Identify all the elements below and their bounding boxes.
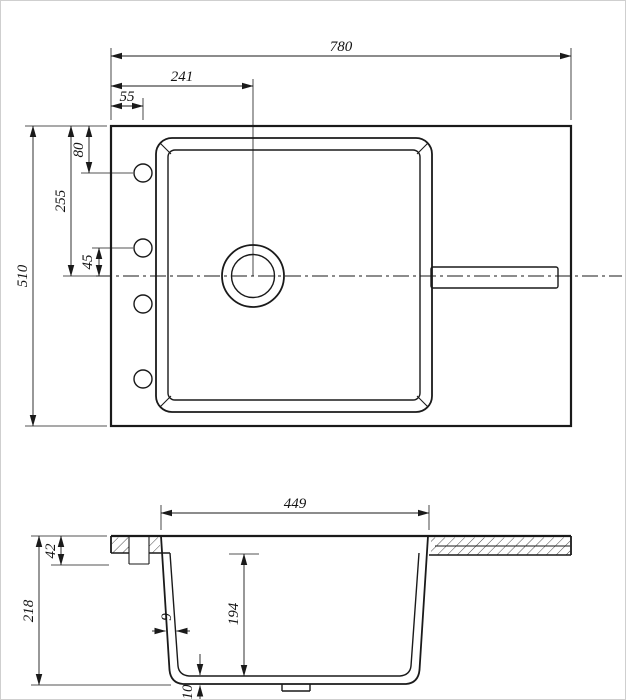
- dim-label-depth: 510: [15, 264, 31, 287]
- dim-label-bowl-depth: 194: [226, 602, 242, 625]
- bowl-inner-edge: [167, 149, 421, 401]
- top-view: 780 241 55 510 255 80 45: [15, 39, 622, 428]
- dim-label-width: 780: [330, 39, 353, 55]
- bowl-bevel-top-left: [159, 142, 172, 155]
- bowl-bevel-bottom-left: [159, 395, 172, 408]
- dim-label-drain-offset: 241: [171, 69, 194, 85]
- hatch-right-deck: [431, 537, 570, 555]
- dim-label-bottom-thickness: 10: [180, 684, 196, 700]
- faucet-hole-3: [133, 294, 153, 314]
- dim-label-overall-height: 218: [21, 599, 37, 622]
- faucet-hole-4: [133, 369, 153, 389]
- dim-label-rim-height: 42: [43, 543, 59, 559]
- dim-label-hole-offset: 55: [120, 89, 136, 105]
- hatch-left-deck: [149, 537, 160, 553]
- bowl-outer-wall: [160, 535, 429, 685]
- faucet-hole-1: [133, 163, 153, 183]
- hatch-left-deck: [112, 537, 129, 553]
- faucet-hole-2: [133, 238, 153, 258]
- dim-label-hole-to-center: 45: [80, 254, 96, 270]
- dim-label-wall-thickness: 9: [159, 613, 175, 621]
- bowl-inner-wall: [169, 552, 420, 677]
- bowl-outer-edge: [155, 137, 433, 413]
- bowl-bevel-bottom-right: [416, 395, 429, 408]
- dim-label-hole-row: 80: [71, 142, 87, 158]
- dim-label-bowl-width: 449: [284, 496, 307, 512]
- dim-label-center-offset: 255: [53, 189, 69, 212]
- drainboard-groove: [430, 266, 559, 289]
- bowl-bevel-top-right: [416, 142, 429, 155]
- section-view: 449 42 218 194 9 10: [21, 496, 572, 700]
